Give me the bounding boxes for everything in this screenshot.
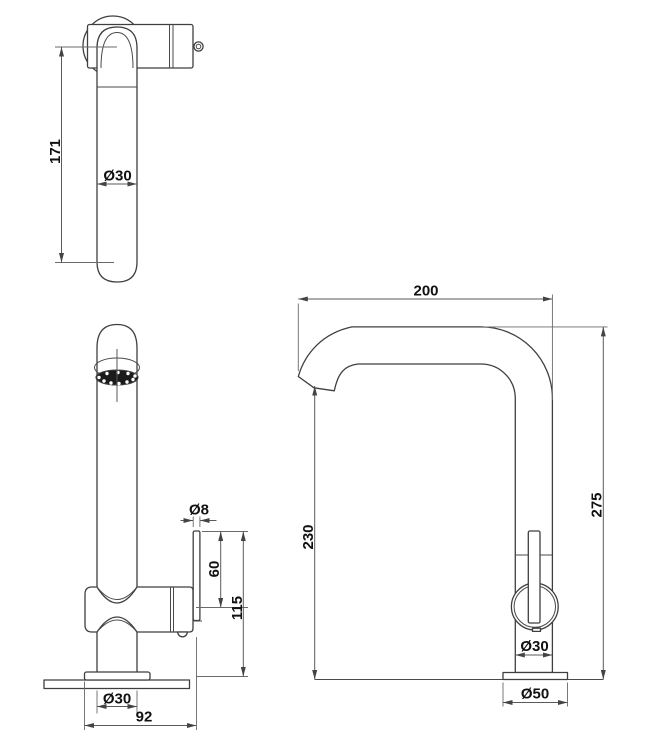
dim-label-plan-diameter: Ø30 bbox=[103, 168, 131, 185]
dim-label-flange-diameter: Ø50 bbox=[521, 686, 549, 703]
side-view: 200 230 275 Ø30 Ø50 bbox=[297, 283, 608, 707]
dim-label-plan-length: 171 bbox=[47, 139, 64, 164]
side-base-flange bbox=[502, 671, 569, 681]
dim-label-outlet-height: 230 bbox=[300, 524, 317, 549]
dim-label-footprint-width: 92 bbox=[136, 709, 153, 726]
plan-spout-tube bbox=[96, 26, 138, 283]
side-lever-rod bbox=[527, 530, 541, 624]
plan-lever-ring bbox=[193, 41, 204, 52]
front-view: Ø8 60 115 Ø30 92 bbox=[43, 323, 248, 730]
front-mixer-body bbox=[84, 586, 194, 633]
dim-label-lever-diameter: Ø8 bbox=[189, 502, 209, 519]
front-base-flange bbox=[83, 671, 151, 681]
dim-label-lever-height: 115 bbox=[229, 596, 246, 620]
front-body-dome bbox=[177, 631, 188, 638]
dim-label-total-height: 275 bbox=[589, 492, 606, 517]
dim-label-riser-diameter: Ø30 bbox=[520, 638, 548, 655]
front-spout-tube bbox=[96, 323, 138, 674]
side-faucet-outline bbox=[297, 326, 554, 674]
plan-view: 171 Ø30 bbox=[47, 15, 204, 283]
dim-label-lever-length: 60 bbox=[206, 561, 223, 578]
side-handle-notch bbox=[531, 627, 542, 633]
aerator-holes bbox=[97, 370, 137, 386]
dim-label-front-base-diameter: Ø30 bbox=[103, 691, 131, 708]
dim-label-spout-reach: 200 bbox=[413, 283, 438, 300]
front-countertop bbox=[43, 679, 191, 690]
